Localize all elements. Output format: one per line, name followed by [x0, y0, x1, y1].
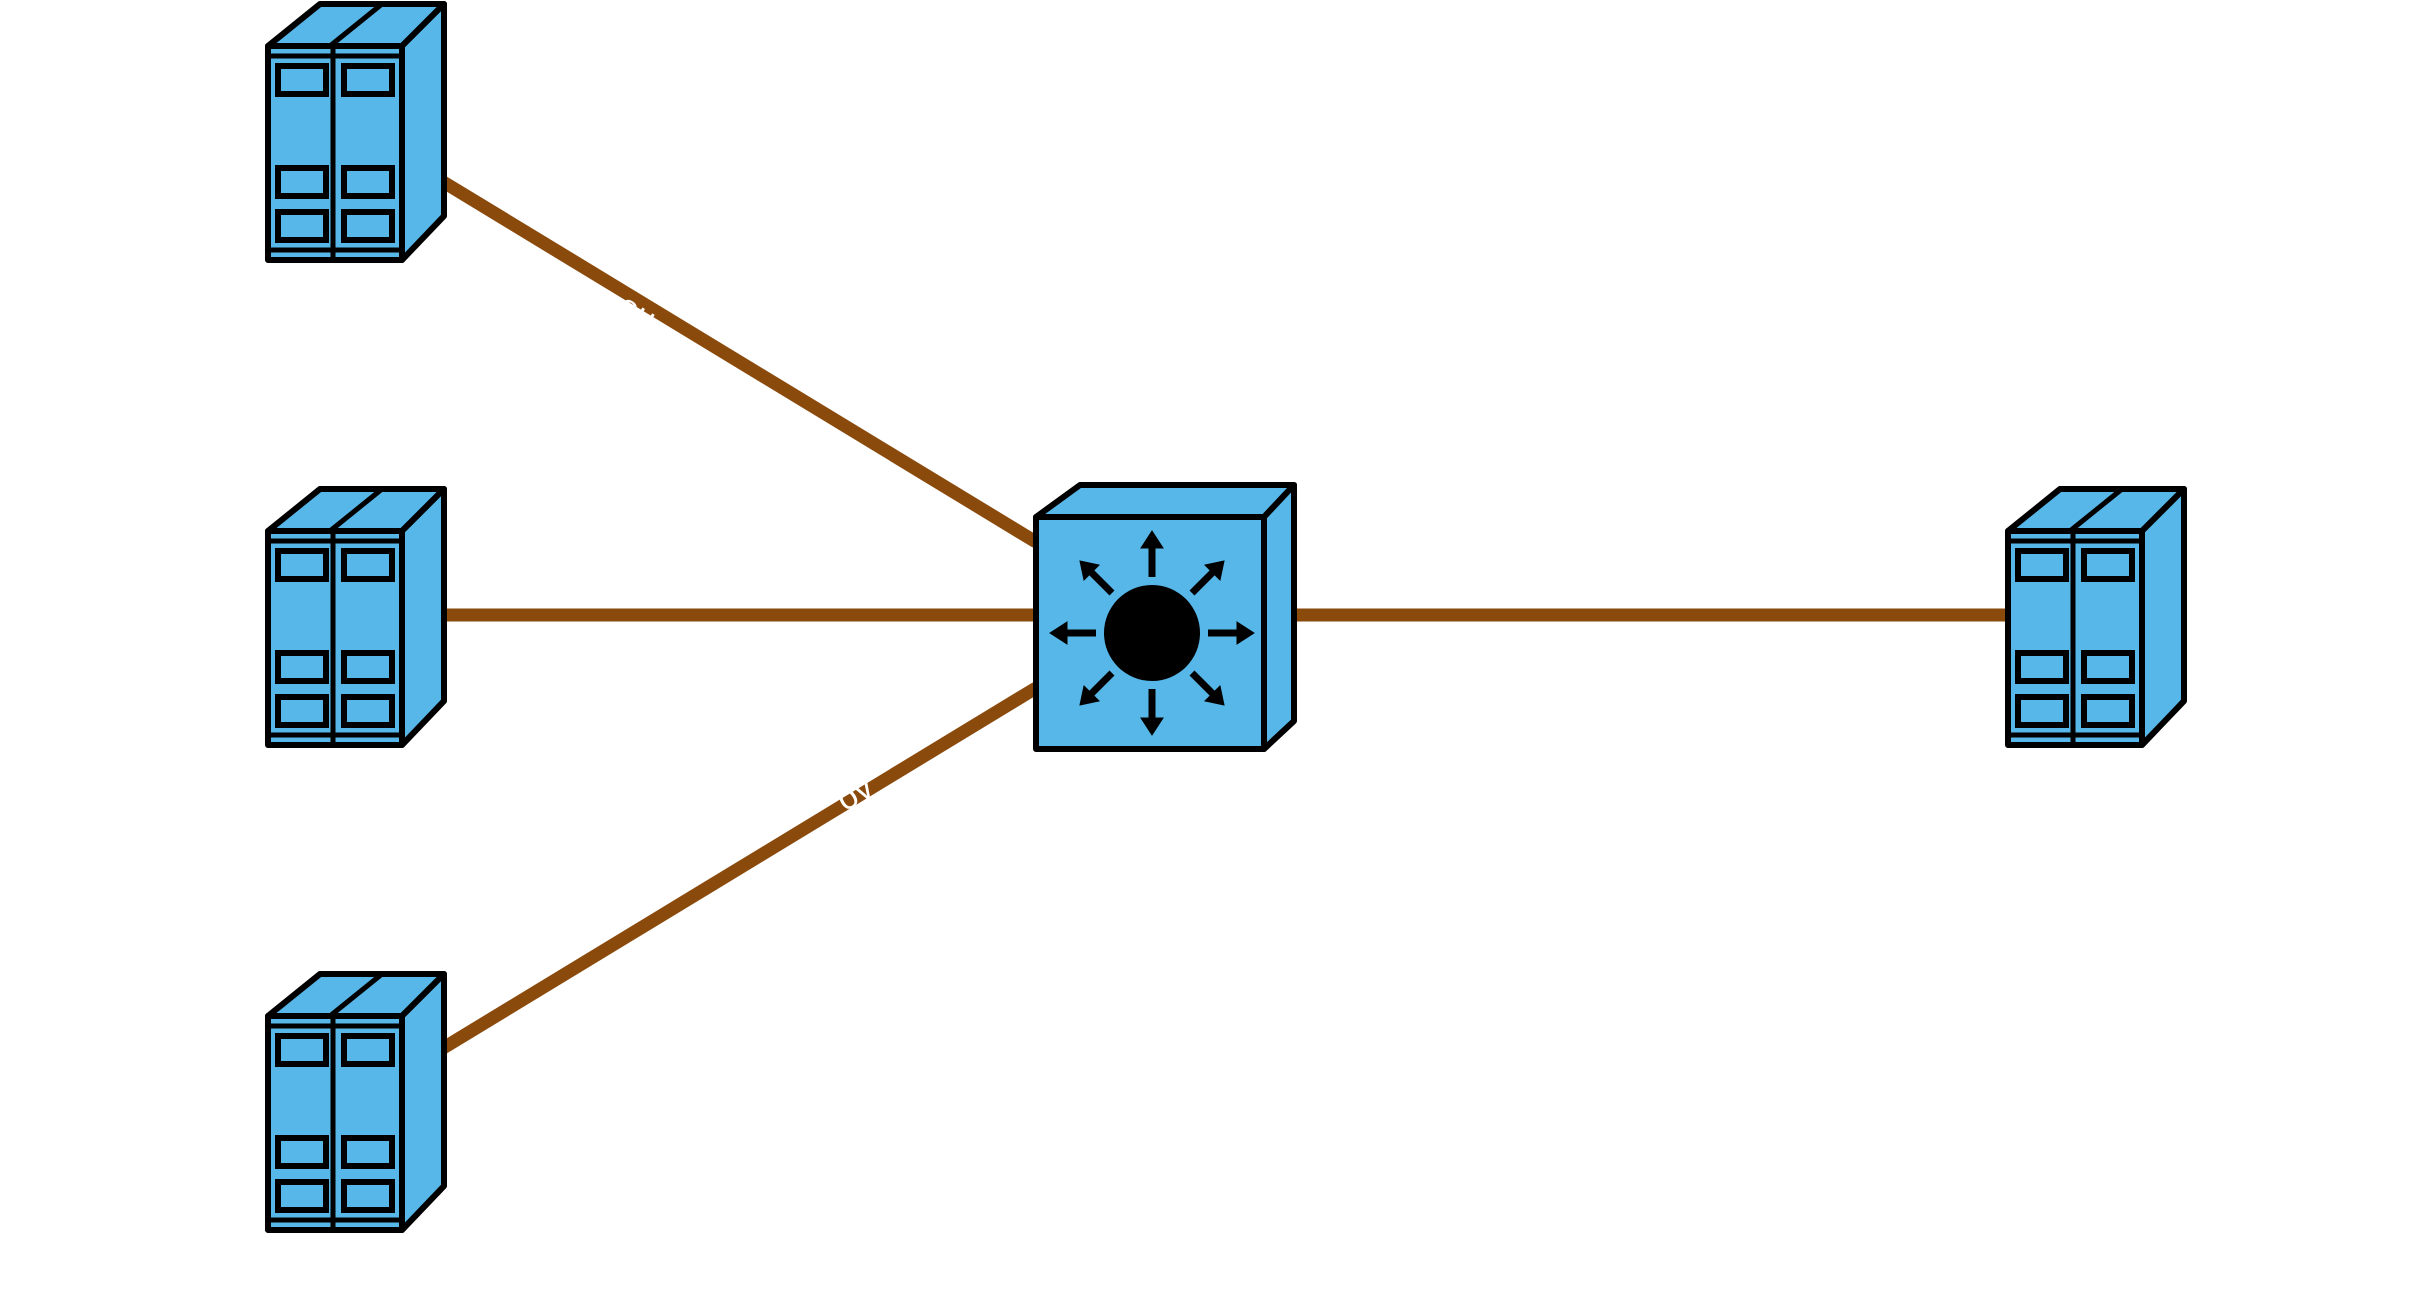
- server-middle-left[interactable]: [268, 489, 444, 745]
- link-bottom-left-to-switch: [436, 682, 1040, 1056]
- core-switch[interactable]: [1033, 482, 1297, 752]
- server-rack-icon: [268, 489, 444, 745]
- server-rack-icon: [268, 4, 444, 260]
- server-top-left[interactable]: [268, 4, 444, 260]
- server-bottom-left[interactable]: [268, 974, 444, 1230]
- server-right[interactable]: [2008, 489, 2184, 745]
- links-layer: [436, 174, 2008, 1056]
- server-rack-icon: [2008, 489, 2184, 745]
- layer3-switch-icon: [1033, 482, 1297, 752]
- server-rack-icon: [268, 974, 444, 1230]
- link-top-left-to-switch: [436, 174, 1040, 548]
